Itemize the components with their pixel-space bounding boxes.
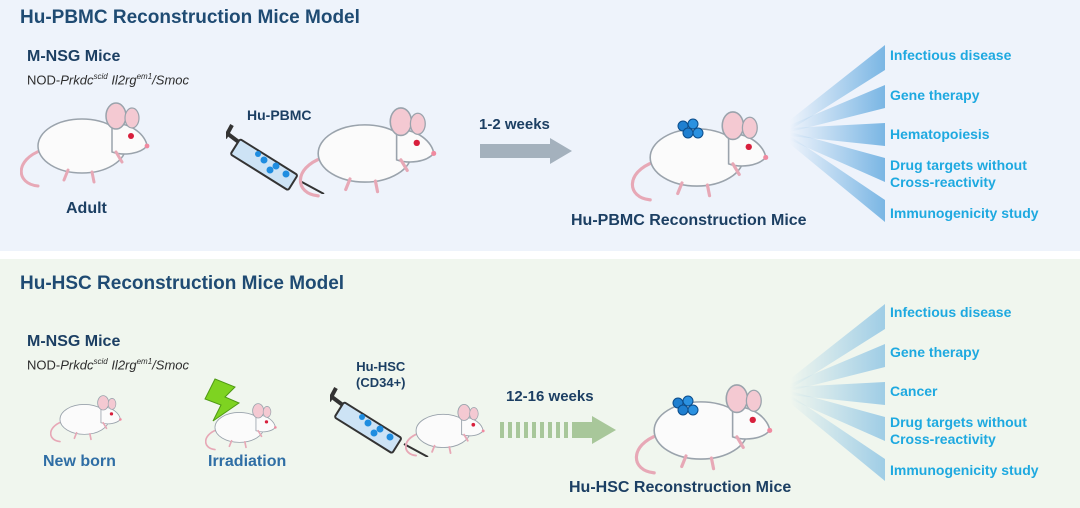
indication-item: Drug targets without Cross-reactivity bbox=[890, 414, 1027, 447]
arrow-icon bbox=[480, 138, 572, 164]
cell-cluster-icon bbox=[670, 395, 700, 419]
duration-label: 12-16 weeks bbox=[506, 388, 594, 405]
injected-mouse-icon bbox=[298, 92, 438, 198]
irradiated-mouse-icon bbox=[205, 395, 277, 451]
reconstruction-mouse-icon bbox=[634, 369, 774, 475]
injection-label: Hu-HSC (CD34+) bbox=[356, 359, 406, 390]
indication-item: Cancer bbox=[890, 383, 938, 399]
panel-title: Hu-PBMC Reconstruction Mice Model bbox=[20, 7, 360, 28]
fan-rays-icon bbox=[790, 45, 885, 222]
indication-item: Immunogenicity study bbox=[890, 462, 1039, 478]
mouse-name: M-NSG Mice bbox=[27, 48, 121, 65]
injection-label: Hu-PBMC bbox=[247, 107, 312, 123]
mouse-name: M-NSG Mice bbox=[27, 333, 121, 350]
adult-mouse-icon bbox=[20, 88, 150, 188]
indication-item: Gene therapy bbox=[890, 87, 980, 103]
result-label: Hu-HSC Reconstruction Mice bbox=[569, 479, 792, 496]
reconstruction-mouse-icon bbox=[630, 96, 770, 202]
result-label: Hu-PBMC Reconstruction Mice bbox=[571, 212, 807, 229]
cell-cluster-icon bbox=[675, 118, 705, 142]
duration-label: 1-2 weeks bbox=[479, 116, 550, 133]
indication-item: Hematopoiesis bbox=[890, 126, 990, 142]
newborn-label: New born bbox=[43, 453, 116, 470]
newborn-mouse-icon bbox=[50, 387, 122, 443]
indication-item: Drug targets without Cross-reactivity bbox=[890, 157, 1027, 190]
indication-item: Gene therapy bbox=[890, 344, 980, 360]
lightning-icon bbox=[204, 378, 241, 422]
adult-label: Adult bbox=[66, 200, 107, 217]
panel-title: Hu-HSC Reconstruction Mice Model bbox=[20, 273, 345, 294]
indication-item: Infectious disease bbox=[890, 47, 1012, 63]
strain-label: NOD-Prkdcscid Il2rgem1/Smoc bbox=[27, 72, 190, 88]
strain-label: NOD-Prkdcscid Il2rgem1/Smoc bbox=[27, 357, 190, 373]
injected-mouse-icon bbox=[405, 395, 485, 457]
pbmc-panel: Hu-PBMC Reconstruction Mice Model M-NSG … bbox=[0, 0, 1080, 251]
indication-item: Immunogenicity study bbox=[890, 205, 1039, 221]
arrow-icon bbox=[500, 416, 616, 444]
irradiation-label: Irradiation bbox=[208, 453, 287, 470]
indication-item: Infectious disease bbox=[890, 304, 1012, 320]
fan-rays-icon bbox=[790, 304, 885, 481]
hsc-panel: Hu-HSC Reconstruction Mice Model M-NSG M… bbox=[0, 259, 1080, 508]
